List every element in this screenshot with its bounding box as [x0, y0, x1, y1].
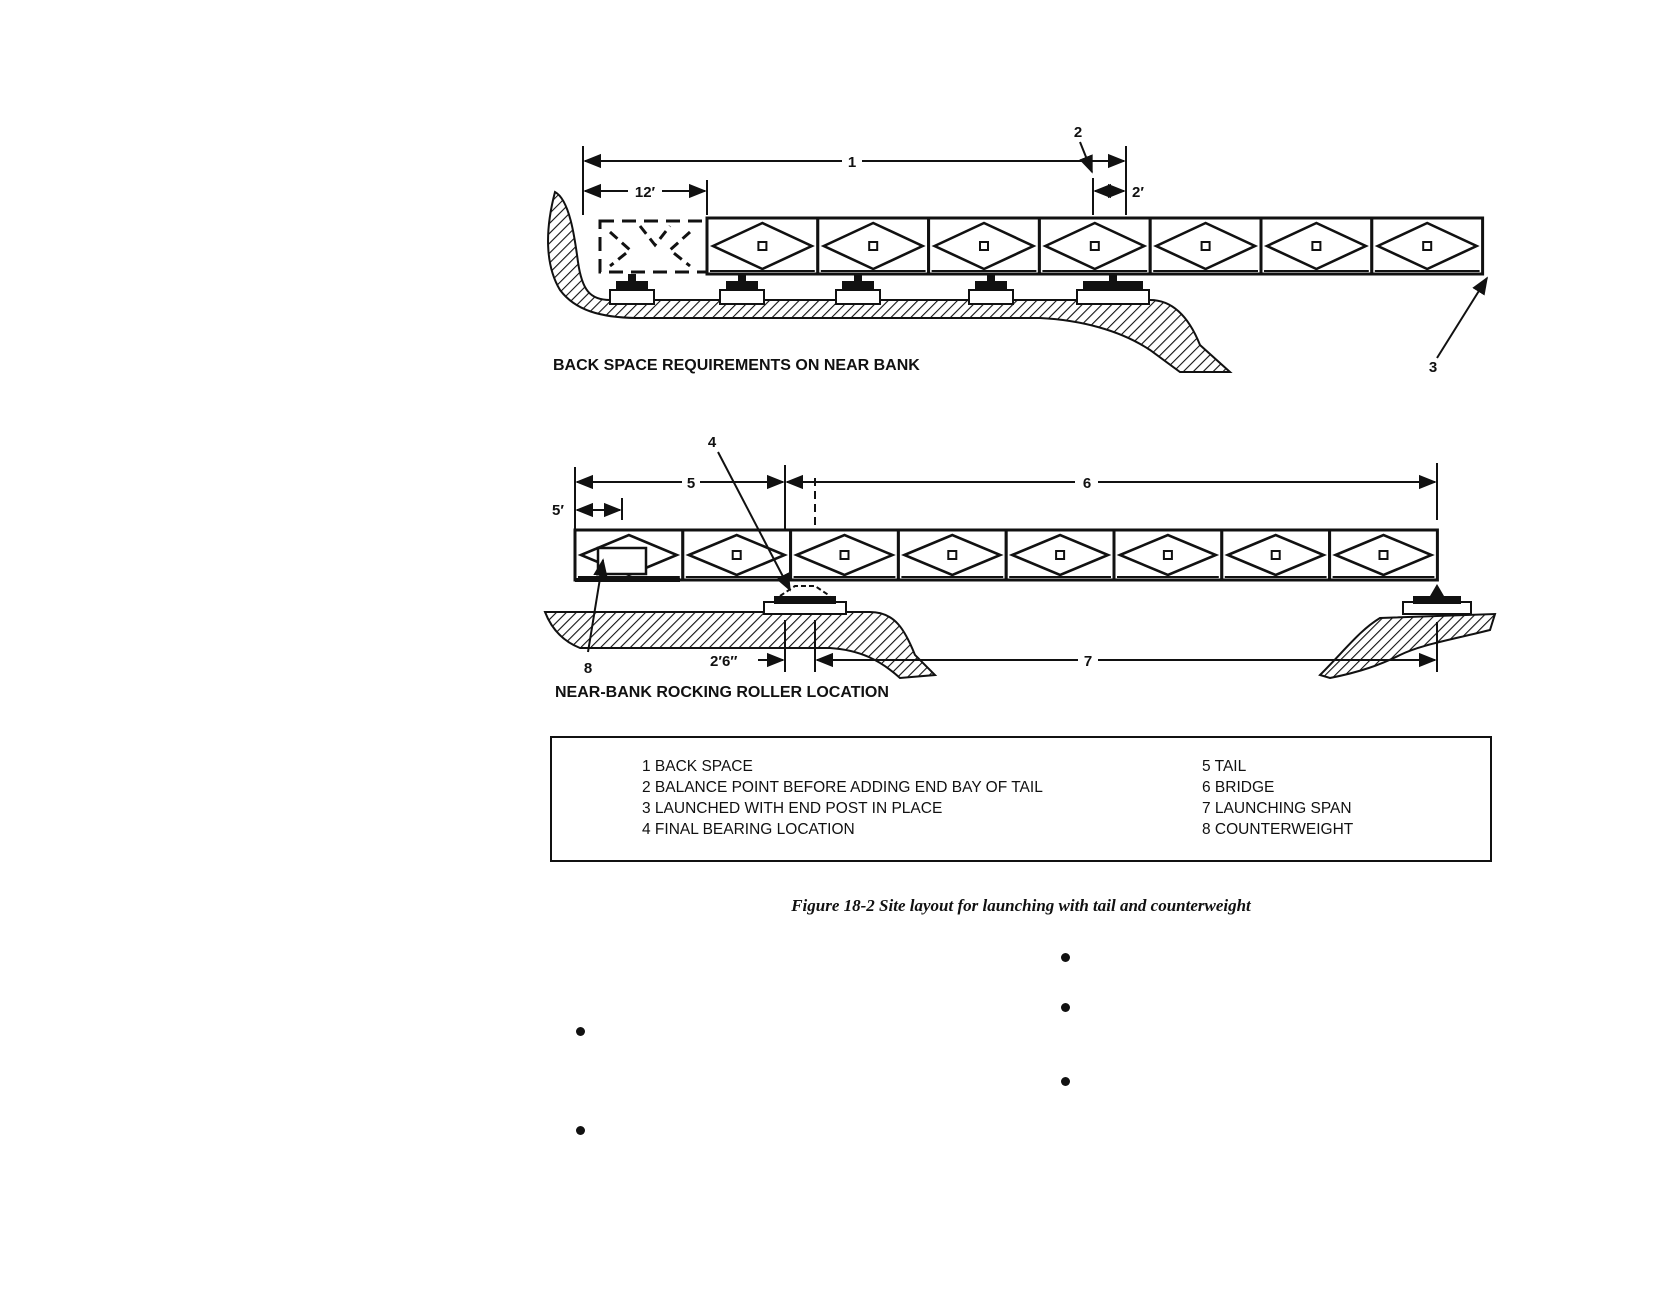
- callout-8: 8: [584, 660, 592, 677]
- legend-left-column: 1 BACK SPACE 2 BALANCE POINT BEFORE ADDI…: [642, 756, 1043, 840]
- callout-5: 5: [687, 475, 695, 492]
- legend-right-column: 5 TAIL 6 BRIDGE 7 LAUNCHING SPAN 8 COUNT…: [1202, 756, 1353, 840]
- bullet: [1061, 953, 1070, 962]
- callout-3: 3: [1429, 359, 1437, 376]
- top-bridge-truss: [705, 216, 1485, 276]
- roller: [1076, 274, 1150, 305]
- roller: [609, 274, 655, 305]
- legend-item: 6 BRIDGE: [1202, 779, 1275, 796]
- truss-panel: [1220, 528, 1332, 582]
- roller: [835, 274, 881, 305]
- bottom-diagram-title: NEAR-BANK ROCKING ROLLER LOCATION: [555, 684, 889, 701]
- near-bank-rocking-roller: [763, 585, 847, 615]
- bullet: [576, 1126, 585, 1135]
- bottom-near-bank-ground: [543, 611, 938, 680]
- legend-item: 4 FINAL BEARING LOCATION: [642, 821, 855, 838]
- callout-4: 4: [708, 434, 717, 451]
- tail-bay-dashed: [598, 219, 709, 274]
- legend-item: 1 BACK SPACE: [642, 758, 753, 775]
- callout-2: 2: [1074, 124, 1082, 141]
- bottom-bridge-truss: [573, 528, 1439, 582]
- truss-panel: [681, 528, 793, 582]
- callout-1: 1: [848, 154, 856, 171]
- bullet: [1061, 1077, 1070, 1086]
- truss-panel: [816, 216, 931, 276]
- legend-item: 7 LAUNCHING SPAN: [1202, 800, 1352, 817]
- truss-panel: [1112, 528, 1224, 582]
- truss-panel: [789, 528, 900, 582]
- truss-panel: [927, 216, 1041, 276]
- legend-box: 1 BACK SPACE 2 BALANCE POINT BEFORE ADDI…: [550, 736, 1492, 862]
- bottom-far-bank-ground: [1318, 612, 1497, 680]
- truss-panel: [1004, 528, 1116, 582]
- legend-item: 3 LAUNCHED WITH END POST IN PLACE: [642, 800, 943, 817]
- callout-7: 7: [1084, 653, 1092, 670]
- truss-panel: [1370, 216, 1485, 276]
- legend-item: 5 TAIL: [1202, 758, 1247, 775]
- truss-panel: [1148, 216, 1263, 276]
- legend-item: 2 BALANCE POINT BEFORE ADDING END BAY OF…: [642, 779, 1043, 796]
- dimension-12ft: 12′: [635, 184, 656, 201]
- dimension-2ft: 2′: [1132, 184, 1144, 201]
- top-diagram: 1 12′ 2′ 2 3 BACK SPACE REQUIREMENTS ON …: [547, 124, 1488, 376]
- bullet: [576, 1027, 585, 1036]
- truss-panel: [1037, 216, 1152, 276]
- dimension-2ft6in: 2′6″: [710, 653, 737, 670]
- dimension-5ft: 5′: [552, 502, 564, 519]
- truss-panel: [1259, 216, 1374, 276]
- top-rollers: [609, 274, 1150, 305]
- top-diagram-title: BACK SPACE REQUIREMENTS ON NEAR BANK: [553, 357, 920, 374]
- truss-panel: [896, 528, 1008, 582]
- figure-caption: Figure 18-2 Site layout for launching wi…: [791, 896, 1251, 915]
- far-bank-bearing: [1402, 584, 1472, 615]
- roller: [968, 274, 1014, 305]
- legend-item: 8 COUNTERWEIGHT: [1202, 821, 1354, 838]
- top-near-bank-ground: [547, 190, 1233, 373]
- truss-panel: [705, 216, 820, 276]
- roller: [719, 274, 765, 305]
- counterweight-block: [596, 546, 648, 576]
- truss-panel: [1328, 528, 1439, 582]
- bottom-diagram: 5 6 5′ 4 8 2′6″ 7 NEAR-BANK ROCKING ROLL…: [543, 434, 1497, 701]
- callout-6: 6: [1083, 475, 1091, 492]
- bullet: [1061, 1003, 1070, 1012]
